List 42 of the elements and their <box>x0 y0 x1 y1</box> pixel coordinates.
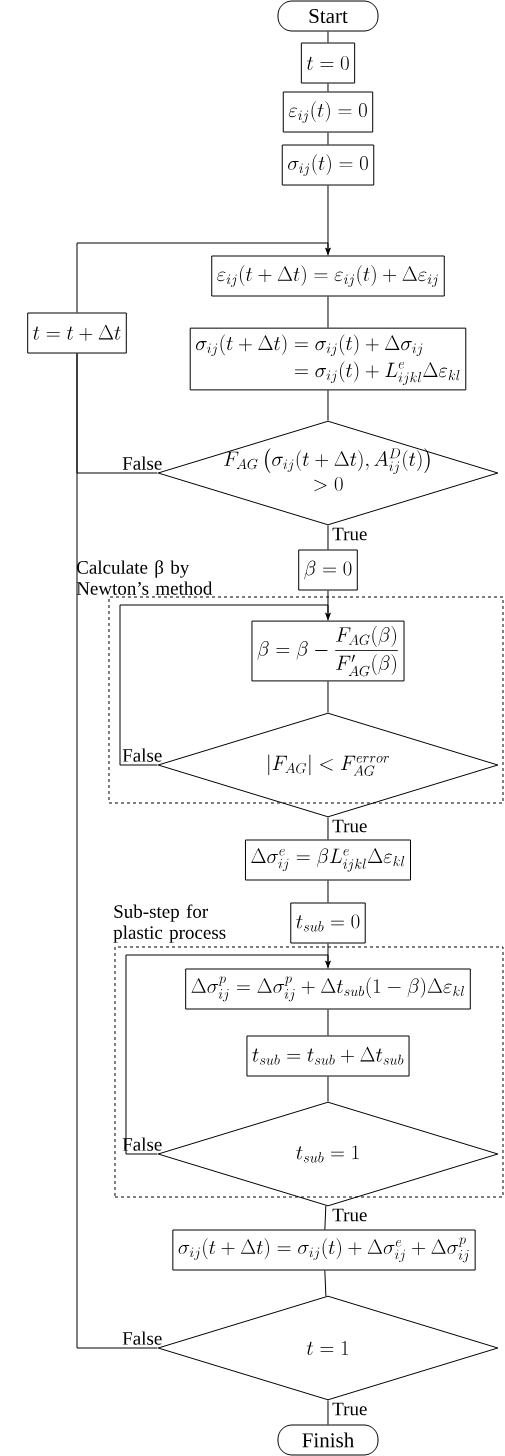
process-box: $\sigma_{ij}(t) = 0$ <box>281 144 375 186</box>
connector-line <box>324 1270 327 1297</box>
process-box: $\beta = \beta - \frac{F_{AG}(\beta)}{F'_{AG}(\beta)}$ <box>251 620 405 682</box>
group-heading: Calculate β by Newton’s method <box>76 560 213 595</box>
process-box: $\begin{aligned}\sigma_{ij}(t+\Delta t) &= \sigma_{ij}(t) + \Delta\sigma_{ij}\\ &= \sigma_{ij}(t) + L^{e}_{ijkl}\Delta\varepsilon_{kl}\end{aligned}$ <box>189 327 467 391</box>
connector-line <box>327 525 329 550</box>
connector-line <box>327 31 329 43</box>
edge-label: True <box>332 527 367 541</box>
process-box: $\Delta\sigma^{e}_{ij} = \beta L^{e}_{ijkl}\Delta\varepsilon_{kl}$ <box>245 839 411 881</box>
process-box: $\varepsilon_{ij}(t) = 0$ <box>282 91 374 133</box>
process-box: $t = t + \Delta t$ <box>27 312 127 354</box>
connector-line <box>327 943 329 969</box>
edge-label: True <box>332 1208 367 1222</box>
connector-line <box>327 817 329 840</box>
connector-line <box>327 1076 329 1102</box>
group-heading: Sub-step for plastic process <box>113 904 226 943</box>
connector-line <box>327 132 329 145</box>
process-box: $\sigma_{ij}(t+\Delta t) = \sigma_{ij}(t) + \Delta\sigma^{e}_{ij} + \Delta\sigma^{p}_{ij}$ <box>172 1229 476 1271</box>
connector-line <box>327 83 329 92</box>
connector-line <box>324 1205 327 1230</box>
connector-line <box>76 353 158 1349</box>
connector-line <box>327 296 329 329</box>
process-box: $\Delta\sigma^{p}_{ij} = \Delta\sigma^{p}_{ij} + \Delta t_{sub}(1-\beta)\Delta\varepsilon_{kl}$ <box>185 968 471 1010</box>
connector-line <box>327 1400 329 1425</box>
terminal-box: Finish <box>277 1424 379 1456</box>
connector-line <box>327 680 329 713</box>
process-box: $t_{sub} = 0$ <box>290 902 366 944</box>
connector-line <box>327 1009 329 1036</box>
edge-label: True <box>332 819 367 833</box>
arrow <box>119 604 331 766</box>
process-box: $t_{sub} = t_{sub} + \Delta t_{sub}$ <box>246 1035 410 1077</box>
connector-line <box>327 185 329 256</box>
connector-line <box>327 389 329 421</box>
process-box: $\beta = 0$ <box>298 549 358 591</box>
arrow <box>76 242 331 313</box>
connector-line <box>327 880 329 903</box>
terminal-box: Start <box>277 0 379 32</box>
connector-line <box>327 590 329 622</box>
edge-label: True <box>332 1402 367 1416</box>
arrow <box>125 954 331 1155</box>
process-box: $t = 0$ <box>300 42 356 84</box>
process-box: $\varepsilon_{ij}(t+\Delta t) = \varepsilon_{ij}(t) + \Delta\varepsilon_{ij}$ <box>211 255 445 297</box>
